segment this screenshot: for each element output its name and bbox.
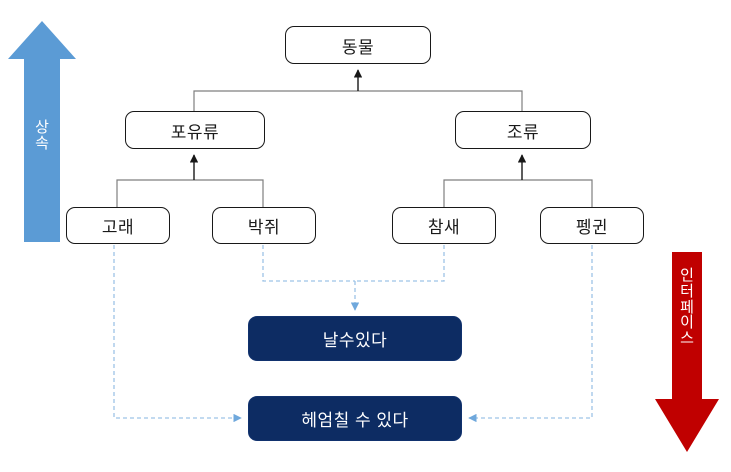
interface-label-char-2: 터 [680,282,694,300]
interface-label-char-4: 이 [680,314,694,332]
class-node-bat[interactable]: 박쥐 [212,207,316,244]
inheritance-arrow-label-wrap: 상 속 [16,120,68,190]
class-node-animal[interactable]: 동물 [285,26,431,64]
class-node-bird[interactable]: 조류 [455,111,591,149]
inheritance-edge-penguin-to-bird [522,179,593,207]
inheritance-edge-sparrow-to-bird [443,179,522,207]
class-node-penguin[interactable]: 펭귄 [540,207,644,244]
class-label-sparrow: 참새 [427,218,461,237]
implements-edge-whale-to-canswim [113,245,242,423]
interface-label-char-3: 페 [680,298,694,316]
class-label-penguin: 펭귄 [575,218,609,237]
inheritance-arrow-label: 상 속 [16,120,68,152]
class-label-whale: 고래 [101,218,135,237]
class-label-bat: 박쥐 [247,218,281,237]
class-node-sparrow[interactable]: 참새 [392,207,496,244]
interface-arrow-label-wrap: 인 터 페 이 스 [663,268,711,388]
class-node-mammal[interactable]: 포유류 [125,111,265,149]
interface-node-can-swim[interactable]: 헤엄칠 수 있다 [248,396,462,441]
interface-node-can-fly[interactable]: 날수있다 [248,316,462,361]
implements-edge-sparrow-to-canfly [355,245,445,282]
class-label-animal: 동물 [341,37,375,57]
interface-direction-arrow [655,252,719,452]
implements-edge-penguin-to-canswim [468,245,593,423]
class-node-whale[interactable]: 고래 [66,207,170,244]
interface-label-char-1: 인 [680,267,694,284]
inheritance-label-char-2: 속 [35,134,49,152]
interface-label-can-fly: 날수있다 [322,331,388,350]
class-label-bird: 조류 [506,122,540,142]
inheritance-direction-arrow [8,21,76,242]
inheritance-label-char-1: 상 [35,119,49,136]
class-label-mammal: 포유류 [170,122,220,142]
inheritance-edge-whale-to-mammal [116,179,194,207]
implements-edge-bat-to-canfly [262,245,355,282]
interface-label-char-5: 스 [680,330,694,347]
interface-label-can-swim: 헤엄칠 수 있다 [301,411,409,430]
inheritance-edge-bat-to-mammal [194,179,264,207]
interface-arrow-label: 인 터 페 이 스 [663,268,711,347]
